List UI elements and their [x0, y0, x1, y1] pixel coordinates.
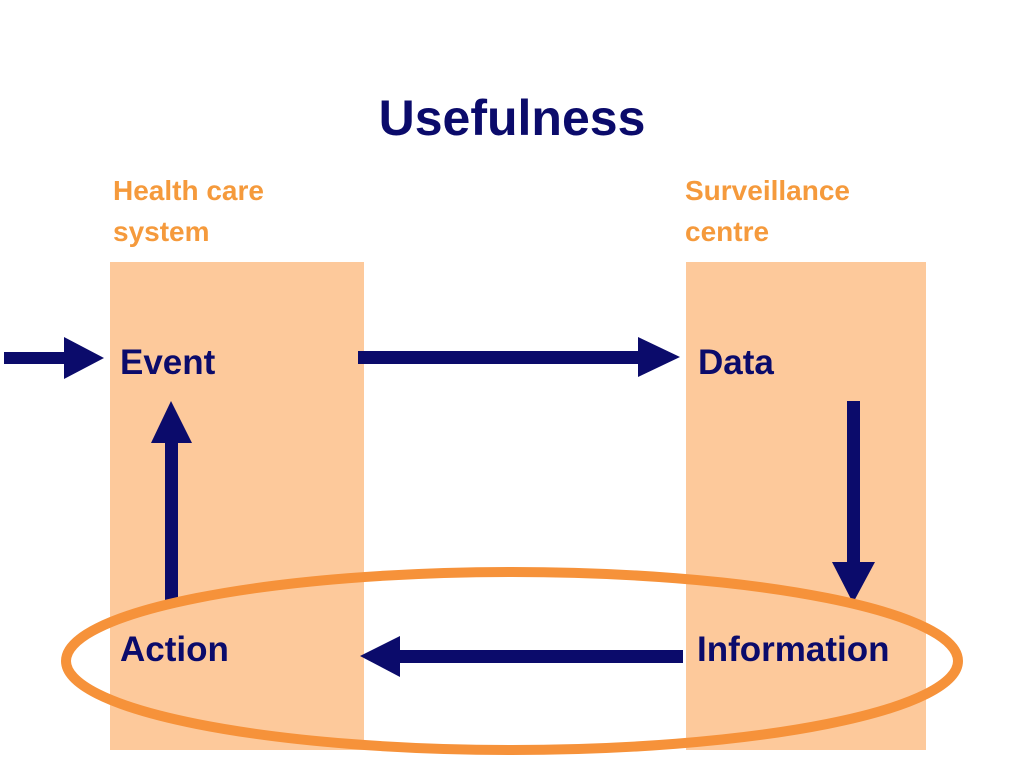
left-column-header: Health care system: [113, 170, 264, 252]
health-care-system-panel: [110, 262, 364, 750]
right-column-header: Surveillance centre: [685, 170, 850, 252]
information-label: Information: [697, 630, 890, 669]
left-column-header-line1: Health care: [113, 175, 264, 206]
event-to-data-arrow-shaft: [358, 351, 644, 364]
input-arrow: [4, 337, 104, 379]
data-to-information-arrow-shaft: [847, 401, 860, 568]
event-to-data-arrow: [358, 337, 680, 377]
right-column-header-line1: Surveillance: [685, 175, 850, 206]
surveillance-centre-panel: [686, 262, 926, 750]
action-to-event-arrow-head: [151, 401, 192, 443]
information-to-action-arrow-head: [360, 636, 400, 677]
input-arrow-shaft: [4, 352, 70, 364]
action-label: Action: [120, 630, 229, 669]
right-column-header-line2: centre: [685, 216, 770, 247]
event-to-data-arrow-head: [638, 337, 680, 377]
data-label: Data: [698, 343, 774, 382]
highlight-ellipse: [61, 567, 963, 755]
input-arrow-head: [64, 337, 104, 379]
data-to-information-arrow-head: [832, 562, 875, 603]
left-column-header-line2: system: [113, 216, 210, 247]
page-title: Usefulness: [378, 90, 646, 146]
data-to-information-arrow: [832, 401, 875, 603]
action-to-event-arrow: [151, 401, 192, 600]
information-to-action-arrow: [360, 636, 683, 677]
event-label: Event: [120, 343, 216, 382]
action-to-event-arrow-shaft: [165, 440, 178, 600]
information-to-action-arrow-shaft: [396, 650, 683, 663]
